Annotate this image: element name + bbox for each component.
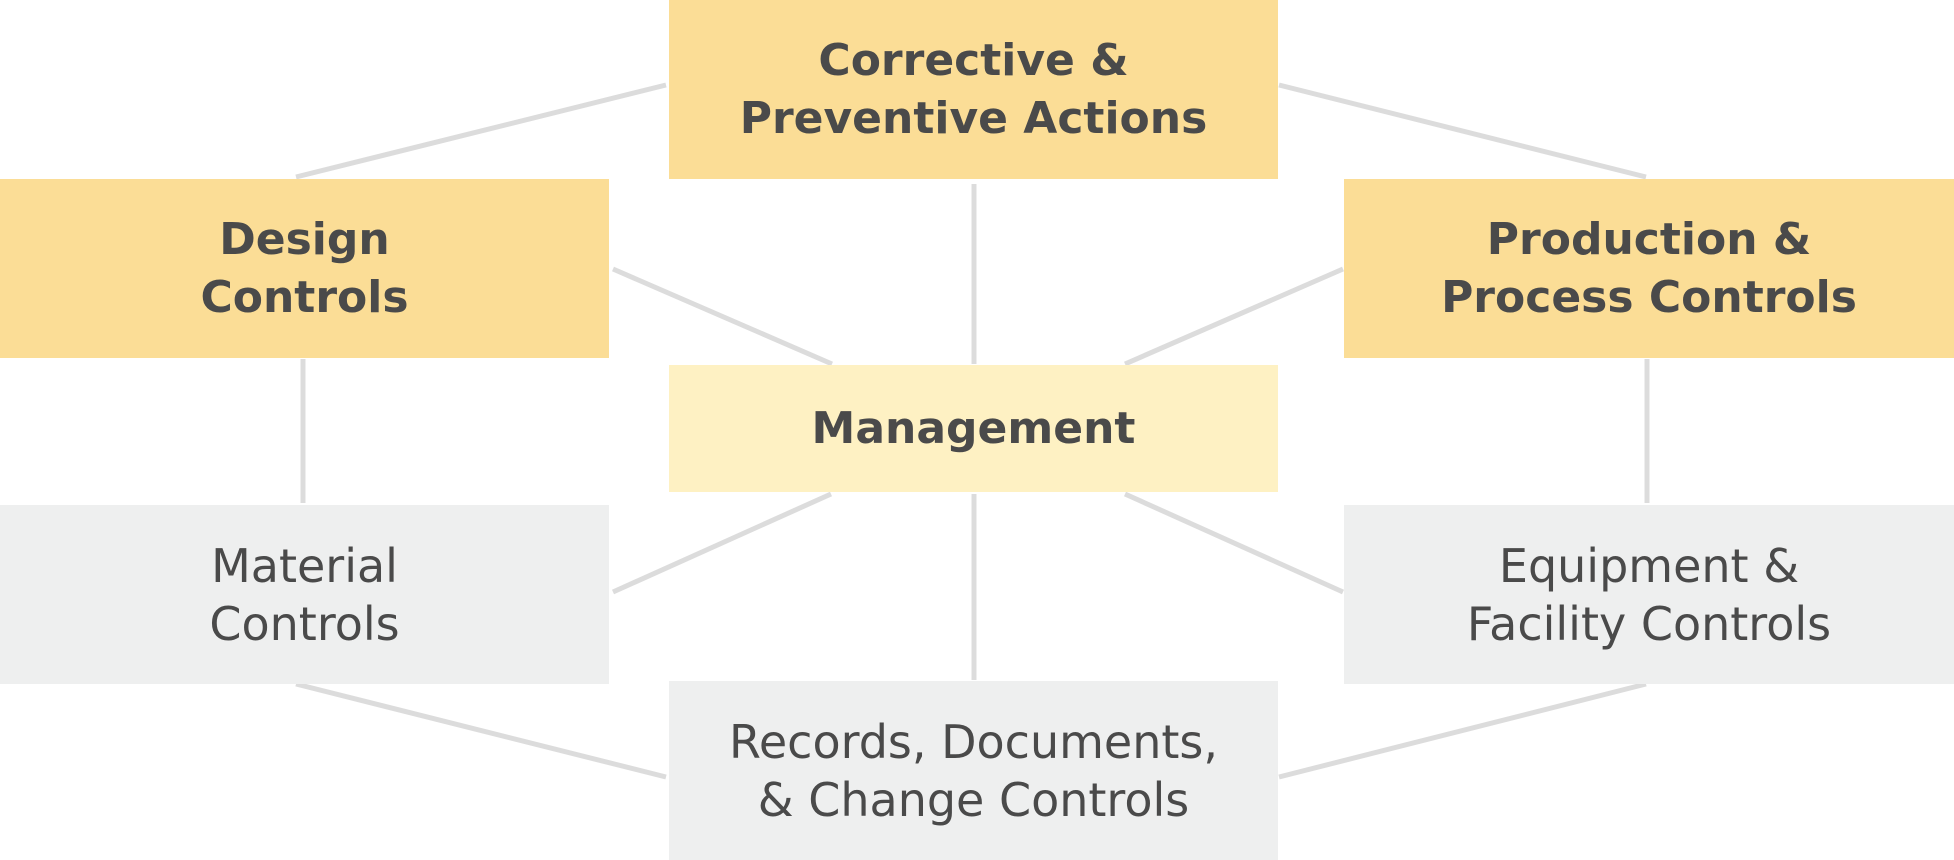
- node-label-corrective-preventive-actions: Corrective & Preventive Actions: [739, 34, 1208, 144]
- node-label-equipment-facility-controls: Equipment & Facility Controls: [1466, 538, 1832, 651]
- edge-management-equipment: [1123, 491, 1345, 595]
- edge-corrective-production: [1278, 82, 1647, 180]
- edge-equipment-records: [1278, 681, 1647, 780]
- edge-design-management: [612, 266, 833, 367]
- node-records-documents-change-controls: Records, Documents, & Change Controls: [669, 681, 1278, 860]
- node-label-records-documents-change-controls: Records, Documents, & Change Controls: [728, 714, 1219, 827]
- edge-production-management: [1124, 266, 1344, 367]
- node-label-management: Management: [811, 402, 1136, 454]
- edge-material-records: [295, 681, 667, 780]
- node-equipment-facility-controls: Equipment & Facility Controls: [1344, 505, 1954, 684]
- node-corrective-preventive-actions: Corrective & Preventive Actions: [669, 0, 1278, 179]
- edge-corrective-design: [295, 82, 667, 180]
- node-design-controls: Design Controls: [0, 179, 609, 358]
- node-label-material-controls: Material Controls: [209, 538, 400, 651]
- edge-management-material: [611, 491, 833, 595]
- node-label-production-process-controls: Production & Process Controls: [1441, 213, 1857, 323]
- node-production-process-controls: Production & Process Controls: [1344, 179, 1954, 358]
- node-management: Management: [669, 365, 1278, 492]
- node-material-controls: Material Controls: [0, 505, 609, 684]
- node-label-design-controls: Design Controls: [200, 213, 409, 323]
